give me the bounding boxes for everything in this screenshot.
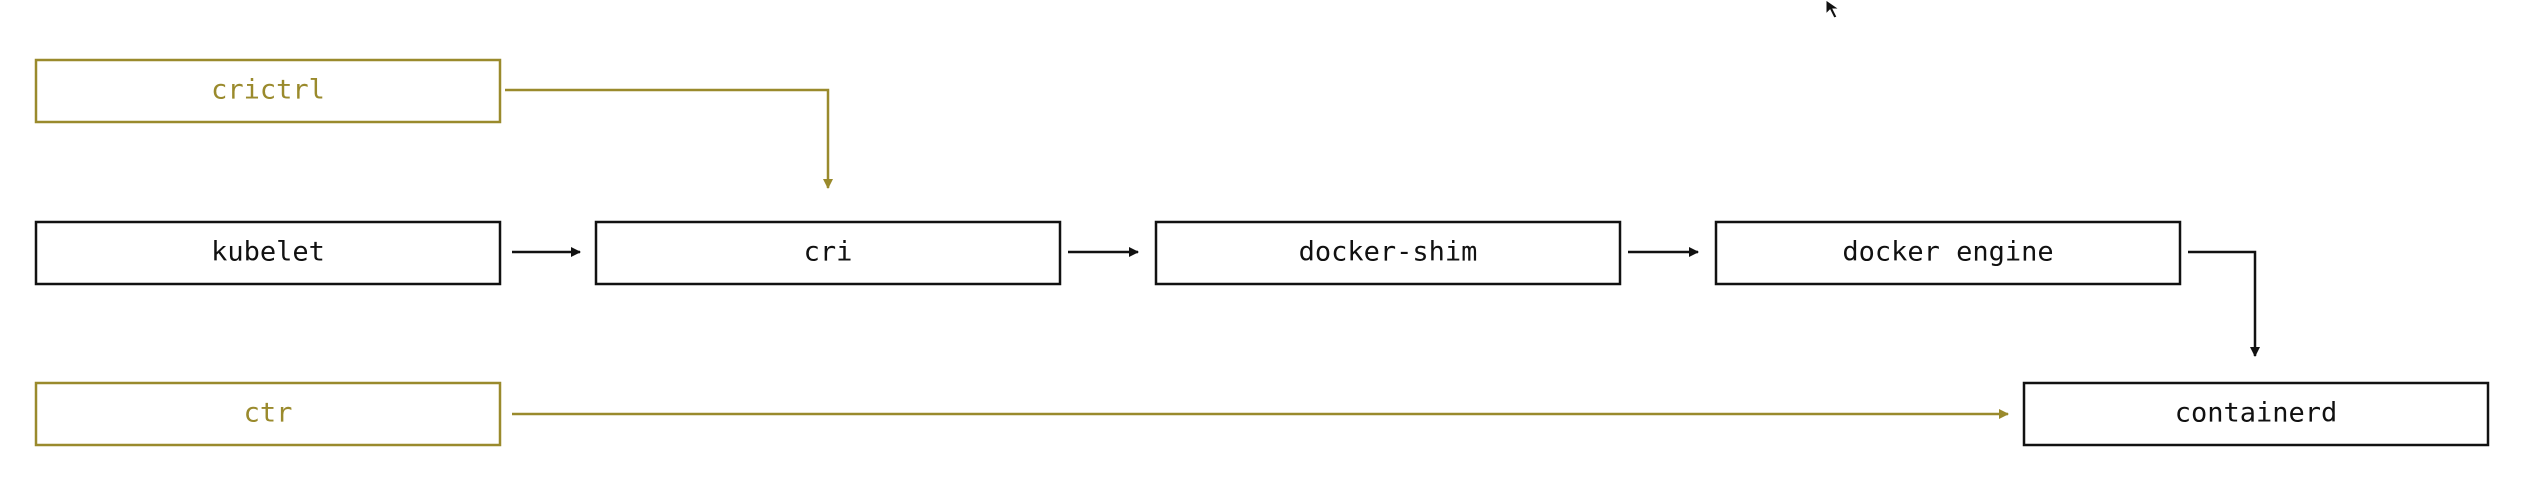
node-cri: cri — [594, 220, 1062, 286]
mouse-cursor-icon — [1825, 0, 1841, 19]
node-crictrl-label: crictrl — [211, 75, 325, 106]
node-docker-shim: docker-shim — [1154, 220, 1622, 286]
edge-crictrl-to-cri — [505, 88, 833, 189]
node-kubelet: kubelet — [34, 220, 502, 286]
node-docker-engine-label: docker engine — [1842, 237, 2053, 268]
node-docker-engine: docker engine — [1714, 220, 2182, 286]
node-docker-shim-label: docker-shim — [1299, 237, 1478, 268]
node-containerd: containerd — [2022, 381, 2490, 447]
node-ctr-label: ctr — [244, 398, 293, 429]
edge-docker-engine-to-containerd — [2188, 250, 2260, 357]
node-ctr: ctr — [34, 381, 502, 447]
node-crictrl: crictrl — [34, 58, 502, 124]
node-cri-label: cri — [804, 237, 853, 268]
node-kubelet-label: kubelet — [211, 237, 325, 268]
node-containerd-label: containerd — [2175, 398, 2338, 429]
